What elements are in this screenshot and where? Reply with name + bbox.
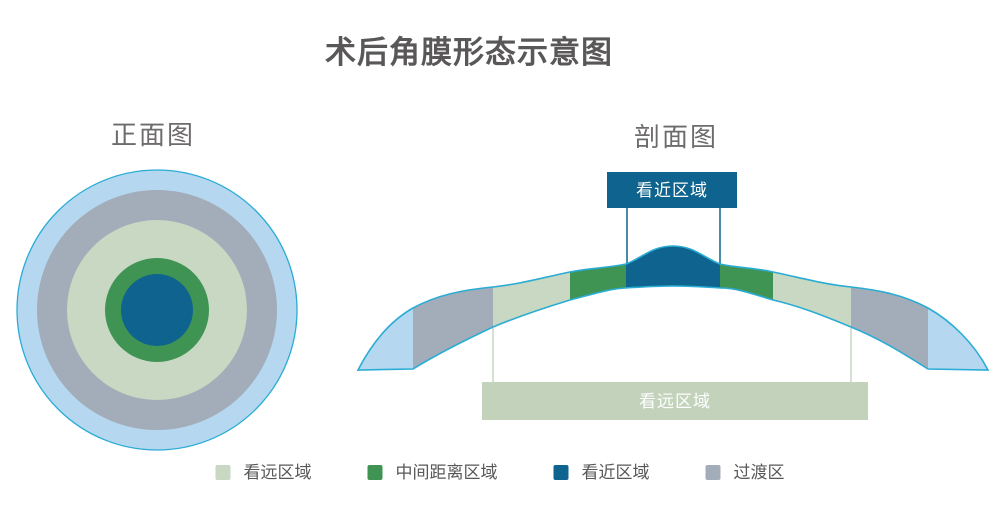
cornea-band-segments [358,246,988,370]
cross-section-title: 剖面图 [633,122,719,152]
legend-label-transition: 过渡区 [733,463,785,482]
near-zone-label: 看近区域 [636,181,708,200]
legend-label-intermediate: 中间距离区域 [395,463,498,482]
legend-item-transition: 过渡区 [705,463,785,482]
legend-swatch-intermediate [367,465,383,480]
legend: 看远区域 中间距离区域 看近区域 过渡区 [215,463,785,482]
distance-zone-label: 看远区域 [639,392,711,411]
legend-swatch-transition [705,465,721,480]
band-segment-intermediate [570,246,626,370]
legend-item-intermediate: 中间距离区域 [367,463,498,482]
legend-item-near: 看近区域 [553,463,650,482]
legend-swatch-distance [215,465,231,480]
band-segment-distance [773,246,851,370]
cornea-band-outline [356,245,990,371]
front-ring-near [121,274,193,346]
band-segment-peripheral [928,246,988,370]
cross-section-diagram: 看近区域 看远区域 [356,172,990,420]
legend-label-near: 看近区域 [581,463,650,482]
front-view-diagram [16,169,298,451]
band-segment-transition [851,246,928,370]
legend-item-distance: 看远区域 [215,463,312,482]
legend-swatch-near [553,465,569,480]
band-segment-intermediate [720,246,773,370]
band-segment-distance [493,246,570,370]
legend-label-distance: 看远区域 [243,463,312,482]
near-zone-label-box [607,172,737,208]
distance-zone-label-box [482,382,868,420]
band-segment-peripheral [358,246,413,370]
band-segment-transition [413,246,493,370]
front-view-rings [16,169,298,451]
page-title: 术后角膜形态示意图 [325,35,613,70]
front-view-title: 正面图 [110,120,196,150]
